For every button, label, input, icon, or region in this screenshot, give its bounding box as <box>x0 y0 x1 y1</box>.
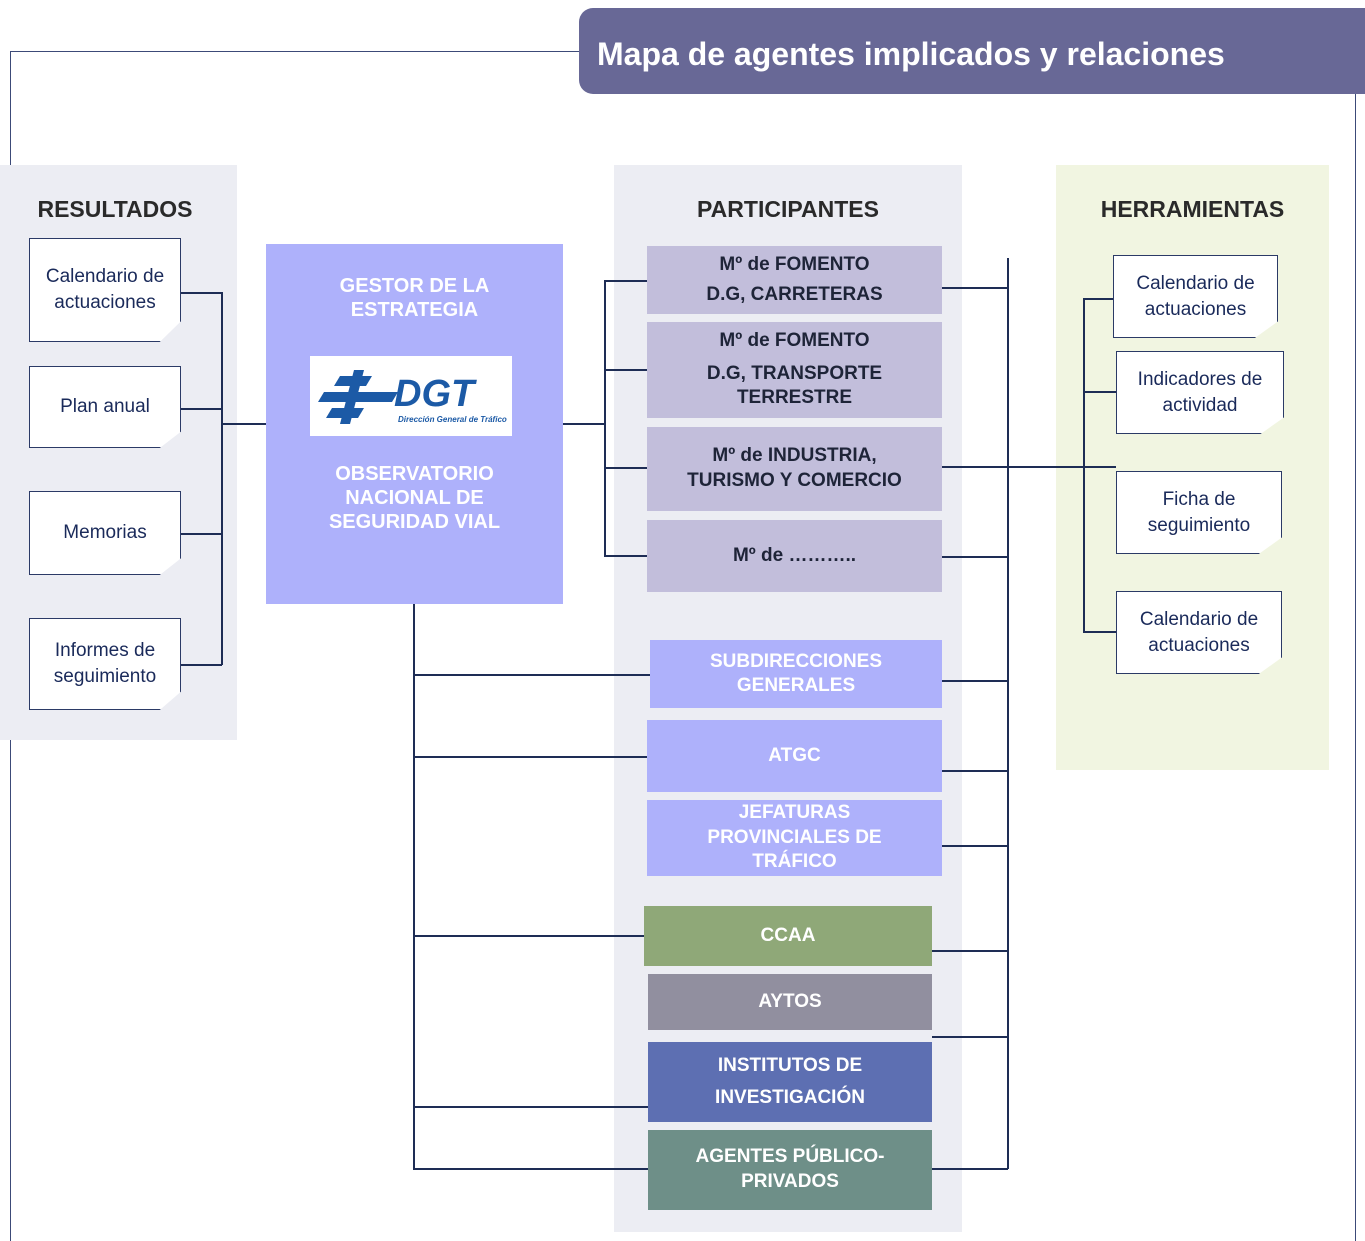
dgt-logo: DGT Dirección General de Tráfico <box>310 356 512 436</box>
resultado-doc: Calendario de actuaciones <box>29 238 181 342</box>
dgt-logo-mark: DGT Dirección General de Tráfico <box>318 370 507 424</box>
agente-box: CCAA <box>644 906 932 966</box>
ministerio-box: Mº de ……….. <box>647 520 942 592</box>
dgt-unit-box: ATGC <box>647 720 942 792</box>
gestor-box: GESTOR DE LA ESTRATEGIA DGT Dirección Ge… <box>266 244 563 604</box>
ministerio-box: Mº de FOMENTO D.G, CARRETERAS <box>647 246 942 314</box>
ministerio-box: Mº de INDUSTRIA, TURISMO Y COMERCIO <box>647 427 942 511</box>
ministerio-box: Mº de FOMENTO D.G, TRANSPORTE TERRESTRE <box>647 322 942 418</box>
herramienta-doc: Calendario de actuaciones <box>1113 255 1278 338</box>
resultados-heading: RESULTADOS <box>37 196 193 222</box>
page-title: Mapa de agentes implicados y relaciones <box>579 8 1365 94</box>
svg-text:DGT: DGT <box>394 373 477 415</box>
observatorio-label: OBSERVATORIO NACIONAL DE SEGURIDAD VIAL <box>328 463 501 533</box>
agente-box: AGENTES PÚBLICO-PRIVADOS <box>648 1130 932 1210</box>
herramienta-doc: Calendario de actuaciones <box>1116 591 1282 674</box>
participantes-heading: PARTICIPANTES <box>697 196 879 222</box>
agente-box: AYTOS <box>648 974 932 1030</box>
herramienta-doc: Ficha de seguimiento <box>1116 471 1282 554</box>
herramienta-doc: Indicadores de actividad <box>1116 351 1284 434</box>
agente-box: INSTITUTOS DE INVESTIGACIÓN <box>648 1042 932 1122</box>
resultado-doc: Informes de seguimiento <box>29 618 181 710</box>
dgt-unit-box: SUBDIRECCIONES GENERALES <box>650 640 942 708</box>
svg-text:Dirección General de Tráfico: Dirección General de Tráfico <box>398 415 507 424</box>
herramientas-heading: HERRAMIENTAS <box>1100 196 1285 222</box>
gestor-title: GESTOR DE LA ESTRATEGIA <box>339 275 490 321</box>
dgt-unit-box: JEFATURAS PROVINCIALES DE TRÁFICO <box>647 800 942 876</box>
resultado-doc: Memorias <box>29 491 181 575</box>
resultado-doc: Plan anual <box>29 366 181 448</box>
